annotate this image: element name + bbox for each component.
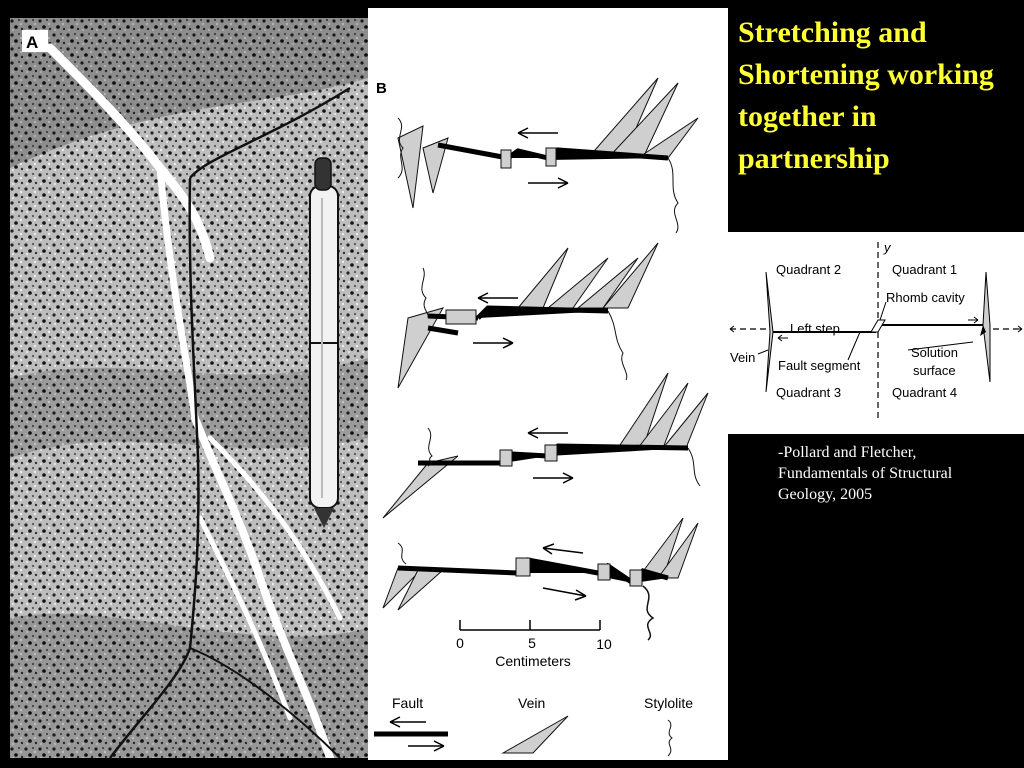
left-step-label: Left step [790, 321, 840, 336]
fault-segment-label: Fault segment [778, 358, 861, 373]
pen-scale-object [309, 157, 339, 528]
panel-a-label: A [26, 33, 38, 52]
quadrant-3-label: Quadrant 3 [776, 385, 841, 400]
legend-fault-symbol [374, 716, 448, 752]
solution-surface-label-line1: Solution [911, 345, 958, 360]
legend-vein-symbol [501, 715, 569, 754]
rhomb-cavity-label: Rhomb cavity [886, 290, 965, 305]
quadrant-y-label: y [883, 240, 892, 255]
quadrant-1-label: Quadrant 1 [892, 262, 957, 277]
scale-bar: 0 5 10 Centimeters [456, 620, 612, 669]
scale-tick-0: 0 [456, 635, 464, 651]
quadrant-2-label: Quadrant 2 [776, 262, 841, 277]
outcrop-photo: A [10, 18, 368, 758]
fault-sketch-4 [382, 517, 699, 641]
panel-b-label: B [376, 80, 387, 97]
vein-label: Vein [730, 350, 755, 365]
quadrant-diagram-graphic: y Quadrant 2 Quadrant 1 Rhomb cavity Lef… [729, 240, 1023, 422]
scale-tick-10: 10 [596, 636, 612, 652]
quadrant-diagram: y Quadrant 2 Quadrant 1 Rhomb cavity Lef… [728, 232, 1024, 434]
citation: -Pollard and Fletcher, Fundamentals of S… [778, 444, 953, 503]
fault-sketch-2 [397, 242, 659, 389]
diagram-b-graphic: B [374, 77, 709, 757]
scale-tick-5: 5 [528, 635, 536, 651]
quadrant-4-label: Quadrant 4 [892, 385, 957, 400]
legend-stylolite-symbol [667, 719, 673, 757]
fault-sketch-3 [382, 372, 709, 519]
legend-stylolite-label: Stylolite [644, 695, 693, 711]
scale-unit-label: Centimeters [495, 653, 570, 669]
diagram-b: B [368, 8, 728, 760]
fault-sketch-1 [397, 77, 699, 234]
solution-surface-label-line2: surface [913, 363, 956, 378]
legend-fault-label: Fault [392, 695, 423, 711]
slide-title: Stretching and Shortening working togeth… [738, 16, 994, 175]
legend: Fault Vein Stylolite [374, 695, 693, 757]
outcrop-photo-graphic: A [10, 18, 368, 758]
legend-vein-label: Vein [518, 695, 545, 711]
